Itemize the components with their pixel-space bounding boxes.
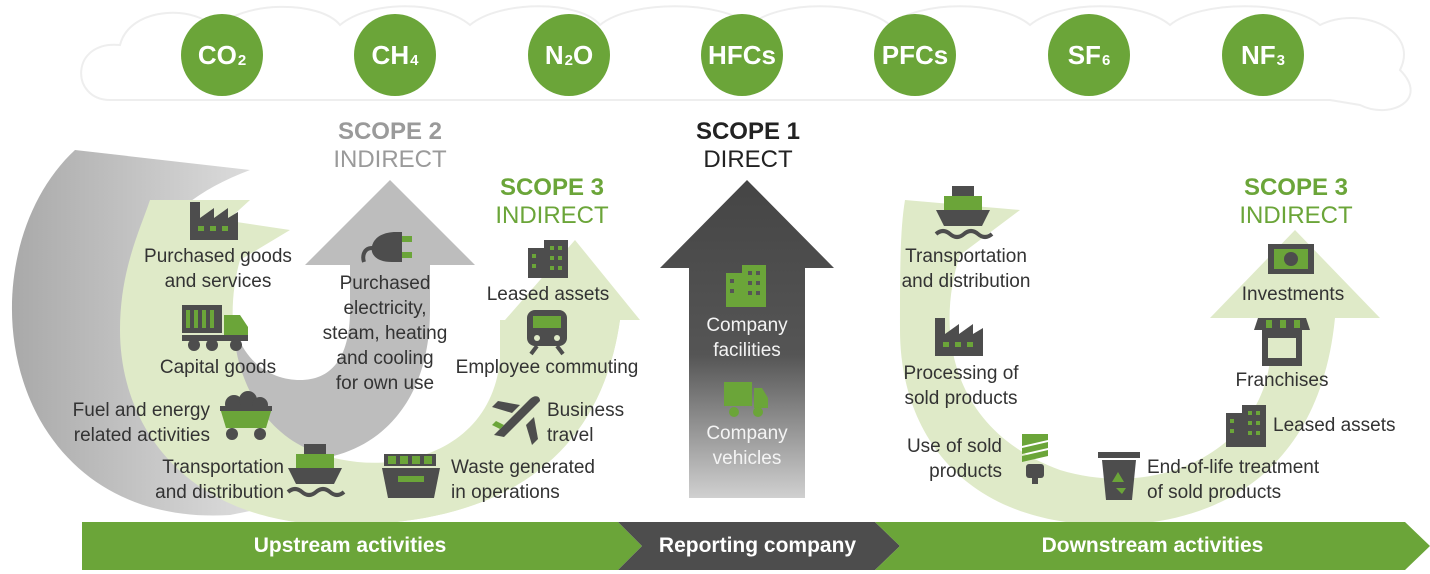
company-building-icon — [726, 265, 766, 307]
ship-icon — [286, 444, 346, 497]
recycle-bin-icon — [1098, 452, 1140, 500]
label-fuel-energy: Fuel and energy related activities — [72, 400, 210, 446]
label-upstream-transport: Transportation and distribution — [155, 457, 284, 503]
label-company-vehicles: Company vehicles — [706, 423, 788, 469]
gas-pfcs: PFCs — [874, 14, 956, 96]
label-capital-goods: Capital goods — [159, 357, 277, 378]
label-end-of-life: End-of-life treatment of sold products — [1147, 457, 1320, 503]
label-business-travel: Business travel — [547, 400, 625, 446]
label-downstream-leased: Leased assets — [1273, 415, 1396, 436]
scope1-title: SCOPE 1 — [695, 118, 801, 145]
label-employee-commuting: Employee commuting — [455, 357, 639, 378]
truck-icon — [182, 305, 248, 351]
scope2-title: SCOPE 2 — [337, 118, 443, 145]
band-downstream-label: Downstream activities — [1041, 534, 1264, 557]
down-ship-icon — [934, 186, 994, 239]
scope1-heading: SCOPE 1 DIRECT — [668, 118, 828, 174]
down-factory-icon — [935, 318, 983, 356]
label-use-of-sold: Use of sold products — [906, 436, 1002, 482]
band-reporting-label: Reporting company — [658, 534, 857, 557]
scope3-down-heading: SCOPE 3 INDIRECT — [1216, 174, 1376, 230]
scope1-subtitle: DIRECT — [703, 146, 793, 173]
label-downstream-transport: Transportation and distribution — [901, 246, 1031, 292]
scope3-up-title: SCOPE 3 — [499, 174, 605, 201]
band-upstream — [82, 522, 642, 570]
label-upstream-leased: Leased assets — [486, 284, 610, 305]
scope3-down-subtitle: INDIRECT — [1239, 202, 1353, 229]
down-building-icon — [1226, 405, 1266, 447]
money-icon — [1268, 244, 1314, 274]
label-processing: Processing of sold products — [903, 363, 1019, 409]
scope2-subtitle: INDIRECT — [333, 146, 447, 173]
label-purchased-goods: Purchased goods and services — [144, 246, 292, 292]
label-investments: Investments — [1241, 284, 1345, 305]
dumpster-icon — [382, 454, 440, 498]
label-franchises: Franchises — [1235, 370, 1329, 391]
plug-icon — [361, 232, 412, 263]
train-icon — [527, 310, 567, 356]
label-company-facilities: Company facilities — [706, 315, 788, 361]
storefront-icon — [1254, 318, 1310, 366]
company-truck-icon — [724, 382, 768, 417]
airplane-icon — [492, 396, 540, 445]
upstream-green-fill — [150, 215, 620, 525]
label-waste: Waste generated in operations — [451, 457, 595, 503]
upstream-gray-swoosh — [11, 150, 280, 516]
scope3-up-subtitle: INDIRECT — [495, 202, 609, 229]
scope1-arrow — [660, 180, 834, 498]
coal-cart-icon — [220, 391, 272, 440]
scope3-up-heading: SCOPE 3 INDIRECT — [472, 174, 632, 230]
label-purchased-electricity: Purchased electricity, steam, heating an… — [322, 273, 448, 394]
band-reporting — [618, 522, 900, 570]
lightbulb-icon — [1022, 434, 1048, 484]
scope3-down-title: SCOPE 3 — [1243, 174, 1349, 201]
gas-hfcs: HFCs — [701, 14, 783, 96]
factory-icon — [190, 202, 238, 240]
building-icon — [528, 240, 568, 278]
band-downstream — [875, 522, 1430, 570]
band-upstream-label: Upstream activities — [253, 534, 447, 557]
scope2-heading: SCOPE 2 INDIRECT — [310, 118, 470, 174]
